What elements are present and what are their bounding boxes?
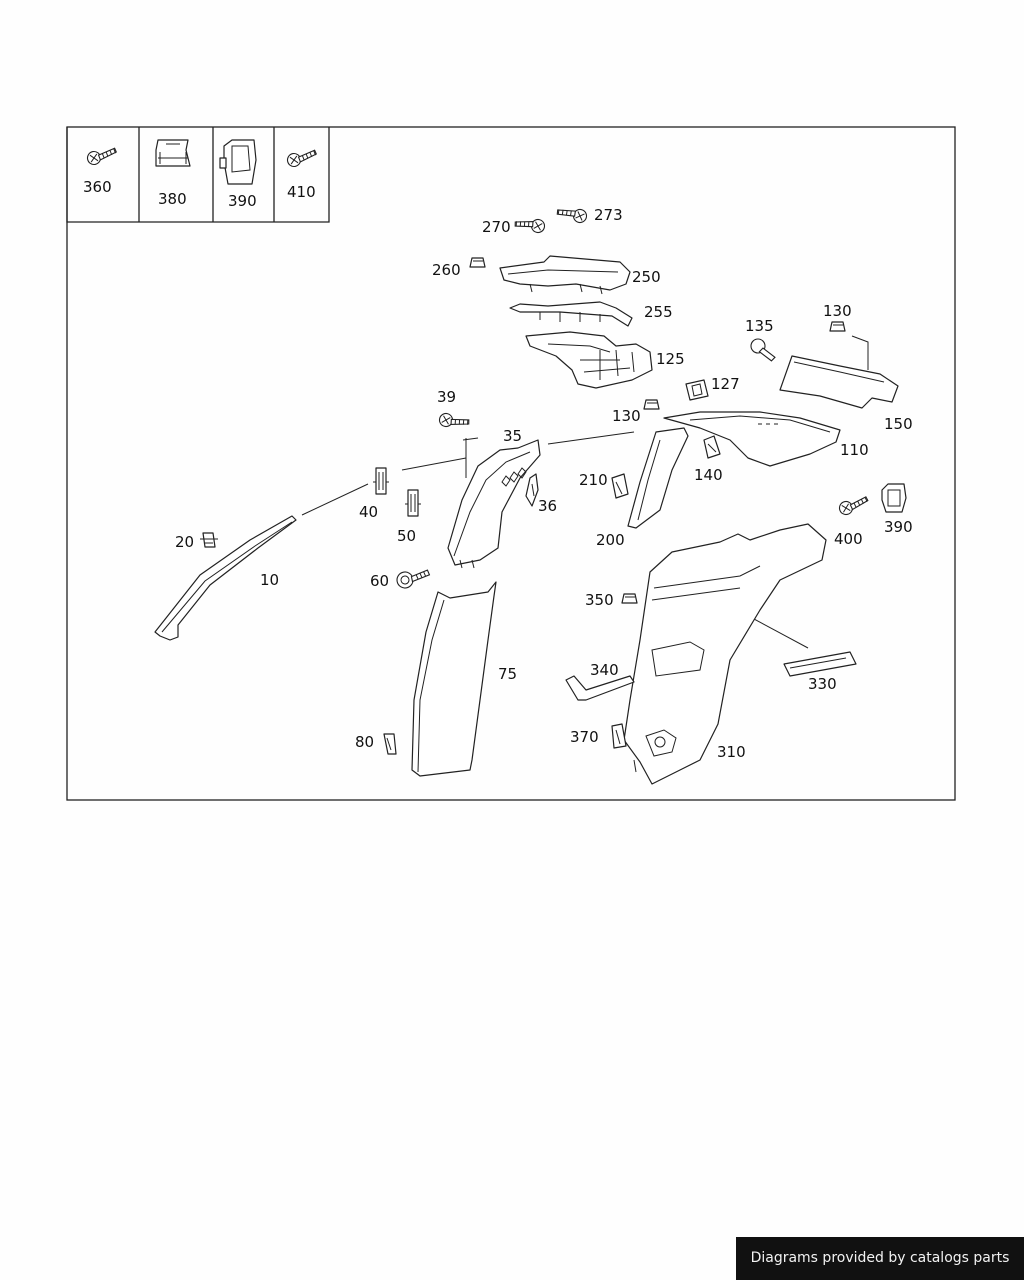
label-75: 75 bbox=[498, 665, 517, 683]
clip-nut-icon bbox=[219, 139, 257, 185]
label-400: 400 bbox=[834, 530, 863, 548]
label-330: 330 bbox=[808, 675, 837, 693]
footer-credit: Diagrams provided by catalogs parts bbox=[736, 1237, 1024, 1280]
clip-icon bbox=[155, 139, 191, 167]
label-130: 130 bbox=[823, 302, 852, 320]
legend-label: 410 bbox=[287, 183, 316, 201]
part-labels: 10 20 35 36 39 40 50 60 75 80 110 125 12… bbox=[175, 206, 913, 761]
part-260-cap[interactable] bbox=[469, 257, 486, 268]
part-36[interactable] bbox=[525, 473, 539, 507]
label-250: 250 bbox=[632, 268, 661, 286]
label-350: 350 bbox=[585, 591, 614, 609]
legend-label: 390 bbox=[228, 192, 257, 210]
part-140-clip[interactable] bbox=[703, 435, 721, 459]
legend-label: 380 bbox=[158, 190, 187, 208]
part-35[interactable] bbox=[447, 439, 541, 569]
label-390: 390 bbox=[884, 518, 913, 536]
part-130-cap-upper[interactable] bbox=[829, 321, 846, 332]
label-36: 36 bbox=[538, 497, 557, 515]
screw-icon bbox=[85, 147, 119, 167]
label-60: 60 bbox=[370, 572, 389, 590]
label-135: 135 bbox=[745, 317, 774, 335]
part-400-screw[interactable] bbox=[837, 495, 871, 517]
legend-item-360[interactable]: 360 bbox=[83, 147, 119, 196]
part-330[interactable] bbox=[783, 651, 857, 677]
part-40-clip[interactable] bbox=[372, 467, 390, 495]
part-150[interactable] bbox=[779, 355, 899, 409]
label-255: 255 bbox=[644, 303, 673, 321]
part-10[interactable] bbox=[154, 515, 297, 641]
label-140: 140 bbox=[694, 466, 723, 484]
part-127-clip[interactable] bbox=[685, 379, 709, 401]
legend-item-390[interactable]: 390 bbox=[219, 139, 257, 210]
part-80-clip[interactable] bbox=[383, 733, 397, 755]
legend-box: 360 380 390 410 bbox=[66, 127, 330, 223]
label-130: 130 bbox=[612, 407, 641, 425]
part-210-clip[interactable] bbox=[611, 473, 629, 499]
leader-lines bbox=[301, 335, 869, 649]
part-340[interactable] bbox=[565, 675, 635, 701]
label-35: 35 bbox=[503, 427, 522, 445]
part-270-screw[interactable] bbox=[513, 213, 547, 235]
part-125[interactable] bbox=[525, 331, 653, 389]
part-110[interactable] bbox=[663, 411, 841, 467]
label-370: 370 bbox=[570, 728, 599, 746]
label-200: 200 bbox=[596, 531, 625, 549]
label-150: 150 bbox=[884, 415, 913, 433]
part-75[interactable] bbox=[411, 581, 497, 777]
legend-item-380[interactable]: 380 bbox=[155, 139, 191, 208]
part-255[interactable] bbox=[509, 301, 633, 327]
label-273: 273 bbox=[594, 206, 623, 224]
label-110: 110 bbox=[840, 441, 869, 459]
screw-icon bbox=[285, 149, 319, 169]
part-310[interactable] bbox=[623, 523, 827, 785]
part-60-screw[interactable] bbox=[396, 567, 432, 590]
label-310: 310 bbox=[717, 743, 746, 761]
label-39: 39 bbox=[437, 388, 456, 406]
label-80: 80 bbox=[355, 733, 374, 751]
label-50: 50 bbox=[397, 527, 416, 545]
legend-item-410[interactable]: 410 bbox=[285, 149, 319, 201]
diagram-frame bbox=[66, 126, 956, 801]
label-125: 125 bbox=[656, 350, 685, 368]
label-10: 10 bbox=[260, 571, 279, 589]
label-40: 40 bbox=[359, 503, 378, 521]
part-20-clip[interactable] bbox=[200, 532, 218, 548]
label-127: 127 bbox=[711, 375, 740, 393]
part-390-clip-nut[interactable] bbox=[881, 483, 907, 513]
part-250[interactable] bbox=[499, 255, 631, 295]
part-39-screw[interactable] bbox=[437, 411, 471, 433]
part-130-cap[interactable] bbox=[643, 399, 660, 410]
part-200[interactable] bbox=[627, 427, 689, 529]
label-340: 340 bbox=[590, 661, 619, 679]
part-350-cap[interactable] bbox=[621, 593, 638, 604]
legend-label: 360 bbox=[83, 178, 112, 196]
label-20: 20 bbox=[175, 533, 194, 551]
part-135-screw[interactable] bbox=[748, 336, 777, 365]
part-273-screw[interactable] bbox=[555, 201, 589, 225]
label-270: 270 bbox=[482, 218, 511, 236]
part-370-clip[interactable] bbox=[611, 723, 627, 749]
part-50-clip[interactable] bbox=[404, 489, 422, 517]
label-210: 210 bbox=[579, 471, 608, 489]
label-260: 260 bbox=[432, 261, 461, 279]
